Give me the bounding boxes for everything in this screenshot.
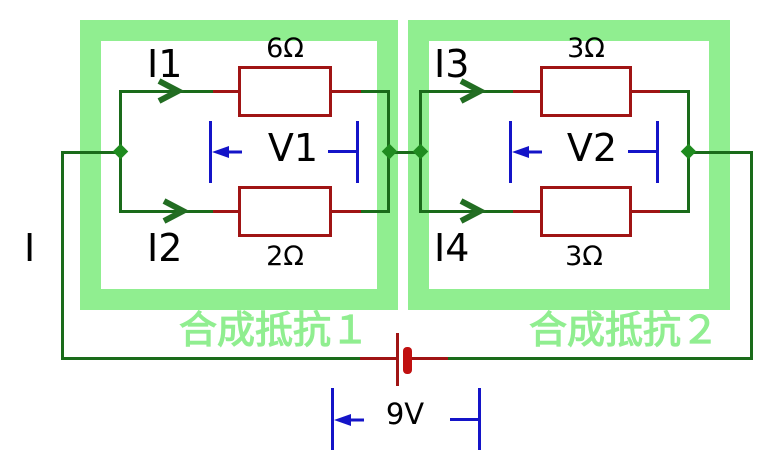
resistor1-lead-right [332,90,361,93]
v1-right-bar [356,121,359,183]
battery-lead-left [360,357,397,360]
resistor2-lead-left [213,210,238,213]
current-arrow-i4-icon [459,198,486,224]
v2-left-bar [509,121,512,183]
v1-right-tick [328,150,358,153]
group2-bottom-branch-wire-left [420,210,513,213]
wire-middle-connector [390,151,421,154]
current-i1-label: I1 [147,42,183,86]
resistor2-lead-right [332,210,361,213]
source-left-bar [331,388,334,450]
source-right-tick [450,418,480,421]
combined-resistance-2-highlight-box [408,20,730,310]
resistor-2ohm [238,186,332,237]
current-arrow-i2-icon [162,198,189,224]
group1-top-branch-wire-left [120,90,213,93]
v1-left-bar [209,121,212,183]
voltage-arrow-icon [212,146,242,158]
resistor-3ohm-top-label: 3Ω [567,33,605,64]
group2-top-branch-wire-right [660,90,688,93]
resistor-3ohm-top [540,66,632,117]
wire-bottom-right [448,357,753,360]
battery-positive-plate-icon [396,333,399,386]
wire-left-outer-vertical [61,151,64,360]
resistor-6ohm [238,66,332,117]
voltage-arrow-icon [334,414,364,426]
resistor1-lead-left [213,90,238,93]
wire-right-outer-vertical [750,151,753,360]
group2-top-branch-wire-left [420,90,513,93]
group1-bottom-branch-wire-left [120,210,213,213]
resistor3-lead-right [632,90,660,93]
battery-negative-plate-icon [403,347,412,374]
resistor-3ohm-bottom-label: 3Ω [565,241,603,272]
resistor-2ohm-label: 2Ω [266,241,304,272]
current-arrow-i1-icon [157,78,184,104]
voltage-arrow-icon [512,146,542,158]
resistor4-lead-right [632,210,660,213]
v2-right-bar [656,121,659,183]
combined-resistance-1-caption: 合成抵抗１ [179,308,370,352]
resistor-3ohm-bottom [540,186,632,237]
battery-voltage-label: 9V [385,397,425,431]
current-i4-label: I4 [434,226,470,270]
voltage-v1-label: V1 [267,126,319,170]
current-i3-label: I3 [434,42,470,86]
source-right-bar [478,388,481,450]
wire-bottom-left [61,357,360,360]
current-arrow-i3-icon [459,78,486,104]
wire-left-junction-feed [61,151,122,154]
v2-right-tick [628,150,658,153]
current-i2-label: I2 [147,226,183,270]
group1-bottom-branch-wire-right [361,210,389,213]
total-current-label: I [24,226,36,270]
voltage-v2-label: V2 [566,126,618,170]
battery-lead-right [412,357,448,360]
resistor3-lead-left [513,90,540,93]
wire-right-junction-feed [688,151,753,154]
combined-resistance-2-caption: 合成抵抗２ [529,308,720,352]
group1-top-branch-wire-right [361,90,389,93]
combined-resistance-1-highlight-box [80,20,398,310]
resistor-6ohm-label: 6Ω [266,33,304,64]
resistor4-lead-left [513,210,540,213]
group2-bottom-branch-wire-right [660,210,688,213]
